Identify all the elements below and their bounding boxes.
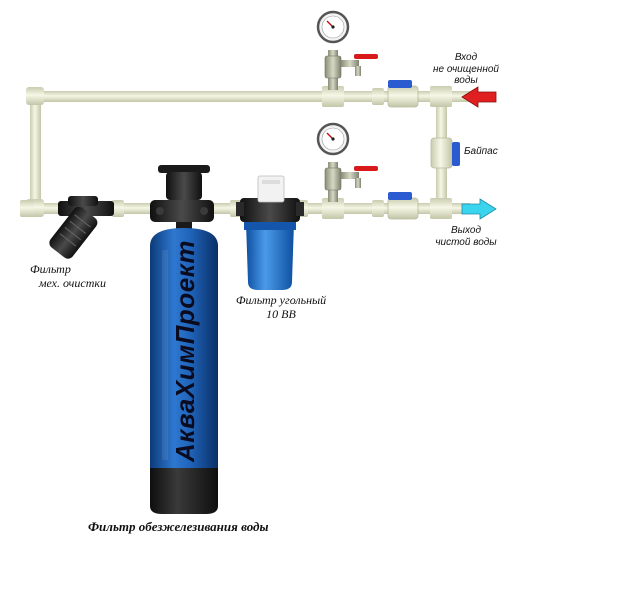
top-gauge-assembly xyxy=(316,10,378,90)
arrow-right-icon xyxy=(461,198,497,220)
brand-text: АкваХимПроект xyxy=(170,240,200,463)
filter-button xyxy=(257,175,285,203)
bypass-label: Байпас xyxy=(464,146,498,157)
gauge-fitting xyxy=(324,167,342,191)
carbon-filter xyxy=(236,175,304,290)
mechanical-filter xyxy=(49,196,114,259)
coupling xyxy=(112,200,124,217)
ball-valve-icon xyxy=(388,192,412,200)
bottom-tee xyxy=(430,198,452,219)
pressure-gauge-icon xyxy=(316,10,350,44)
outlet-ball-valve[interactable] xyxy=(387,192,419,220)
control-valve-head xyxy=(150,165,214,230)
iron-filter-label: Фильтр обезжелезивания воды xyxy=(88,519,269,534)
coupling xyxy=(372,200,384,217)
mechanical-filter-label-line2: мех. очистки xyxy=(38,275,106,290)
ball-valve-icon xyxy=(452,142,460,166)
carbon-filter-label-line1: Фильтр угольный xyxy=(235,293,327,307)
filter-housing xyxy=(246,222,294,290)
inlet-ball-valve[interactable] xyxy=(387,80,419,108)
tank-highlight xyxy=(162,250,168,460)
carbon-filter-label-line2: 10 ВВ xyxy=(266,306,296,321)
coupling xyxy=(372,88,384,105)
top-tee xyxy=(430,86,452,107)
outlet-label-line2: чистой воды xyxy=(435,236,497,248)
top-gauge-tee xyxy=(322,86,344,107)
tap-icon[interactable] xyxy=(341,166,378,188)
left-vertical-pipe xyxy=(30,91,41,214)
inlet-label-line1: Вход xyxy=(454,52,478,63)
inlet-label: Вход не очищенной воды xyxy=(420,52,512,87)
carbon-filter-label: Фильтр угольный 10 ВВ xyxy=(218,293,344,322)
tank-base xyxy=(150,468,218,514)
bypass-ball-valve[interactable] xyxy=(430,137,460,169)
inlet-label-line3: воды xyxy=(454,75,478,86)
tank-body xyxy=(150,228,218,470)
iron-removal-tank: АкваХимПроект xyxy=(150,165,218,514)
inlet-label-line2: не очищенной xyxy=(433,63,499,75)
outlet-label-line1: Выход xyxy=(450,225,481,236)
mechanical-filter-label: Фильтр мех. очистки xyxy=(20,262,106,291)
coupling xyxy=(20,200,34,217)
bottom-gauge-tee xyxy=(322,198,344,219)
arrow-left-icon xyxy=(461,86,497,108)
tap-icon[interactable] xyxy=(341,54,378,76)
top-left-elbow xyxy=(26,87,44,105)
pressure-gauge-icon xyxy=(316,122,350,156)
gauge-fitting xyxy=(324,55,342,79)
top-pipe xyxy=(30,91,470,102)
ball-valve-icon xyxy=(388,80,412,88)
mechanical-filter-label-line1: Фильтр xyxy=(30,262,71,276)
bottom-gauge-assembly xyxy=(316,122,378,202)
outlet-label: Выход чистой воды xyxy=(424,225,508,248)
filter-cap xyxy=(240,198,300,222)
